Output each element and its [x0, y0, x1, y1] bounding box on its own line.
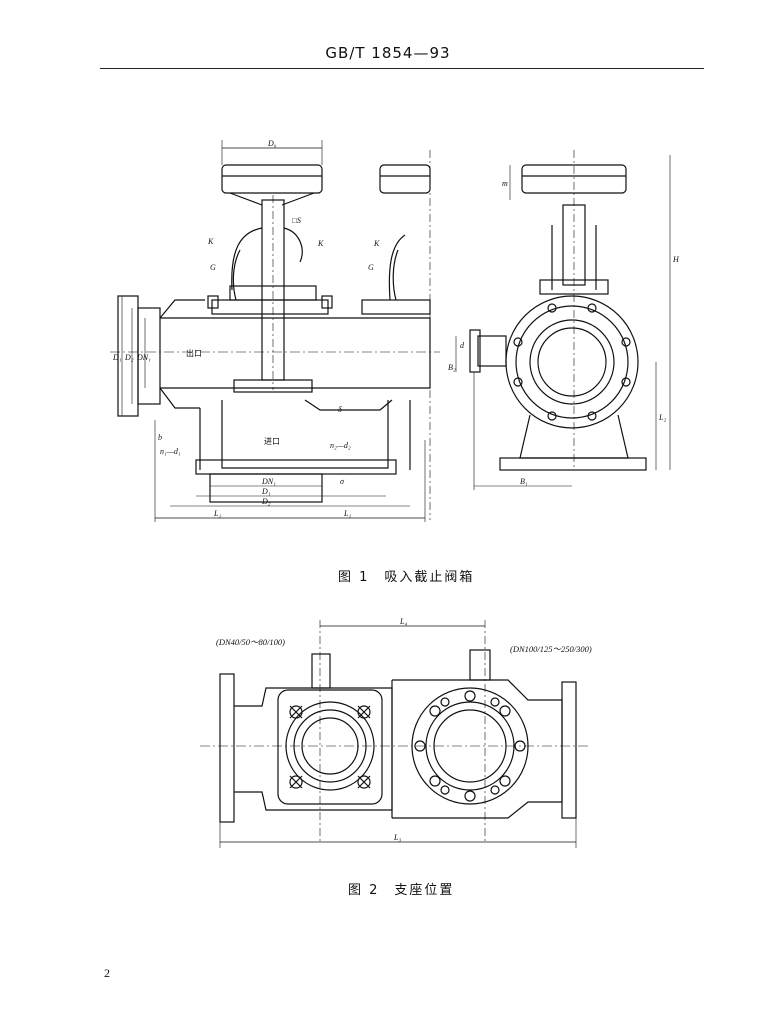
label-g2: G	[368, 263, 374, 272]
lower-chamber	[221, 400, 389, 469]
fig1-side-view	[455, 150, 671, 490]
standard-code-header: GB/T 1854—93	[325, 44, 451, 62]
label-d1-bottom: D₁	[261, 487, 271, 496]
fig2-right-end-flange	[561, 681, 577, 819]
fig2-note-left: (DN40/50～80/100)	[216, 637, 285, 647]
label-b1: B₁	[520, 477, 528, 486]
label-outlet: 出口	[186, 348, 202, 358]
fig2-left-body	[234, 687, 393, 811]
fig2-note-right: (DN100/125～250/300)	[510, 644, 592, 654]
label-d2-bottom: D₂	[261, 497, 271, 506]
fig2-dim-l4: L₄	[399, 617, 407, 626]
fig2-right-body	[392, 679, 563, 819]
label-k1: K	[207, 237, 214, 246]
fig2-left-end-flange	[219, 673, 235, 823]
yoke-arc-left	[231, 227, 263, 291]
label-k2: K	[317, 239, 324, 248]
fig1-front-view	[110, 140, 440, 522]
label-dn1-bottom: DN₁	[261, 477, 276, 486]
fig2-support-right	[469, 649, 491, 681]
fig2-support-left	[311, 653, 331, 689]
figure-1-caption: 图 1 吸入截止阀箱	[338, 570, 475, 585]
fig2-dim-l3: L₃	[393, 833, 401, 842]
label-g1: G	[210, 263, 216, 272]
handwheel-left	[221, 164, 323, 194]
label-delta: δ	[338, 405, 342, 414]
label-b: b	[158, 433, 162, 442]
label-l1-right: L₁	[343, 509, 351, 518]
label-sigma: σ	[340, 477, 345, 486]
fig2-drawing	[200, 620, 590, 848]
figure-2-caption: 图 2 支座位置	[348, 883, 455, 898]
label-d1-left: D₁	[112, 353, 122, 362]
page-number: 2	[104, 966, 110, 980]
label-inlet: 进口	[264, 437, 280, 446]
label-dn1-left: DN₁	[136, 353, 151, 362]
valve-stem-side	[562, 204, 586, 286]
label-b2: B₂	[448, 363, 456, 372]
label-k3: K	[373, 239, 380, 248]
fig2-square-flange	[277, 689, 383, 805]
handwheel-right	[379, 164, 431, 194]
label-d0: D₀	[267, 139, 277, 148]
header-rule	[100, 68, 704, 69]
label-l2: L₂	[658, 413, 666, 422]
side-flange-outer	[505, 295, 639, 429]
label-m: m	[502, 179, 508, 188]
label-d: d	[460, 341, 465, 350]
label-s: □S	[292, 216, 301, 225]
label-d2-left: D₂	[124, 353, 134, 362]
label-l1-left: L₁	[213, 509, 221, 518]
label-h: H	[672, 255, 680, 264]
label-n2d2: n₂—d₂	[330, 441, 351, 450]
label-n1d1: n₁—d₁	[160, 447, 181, 456]
